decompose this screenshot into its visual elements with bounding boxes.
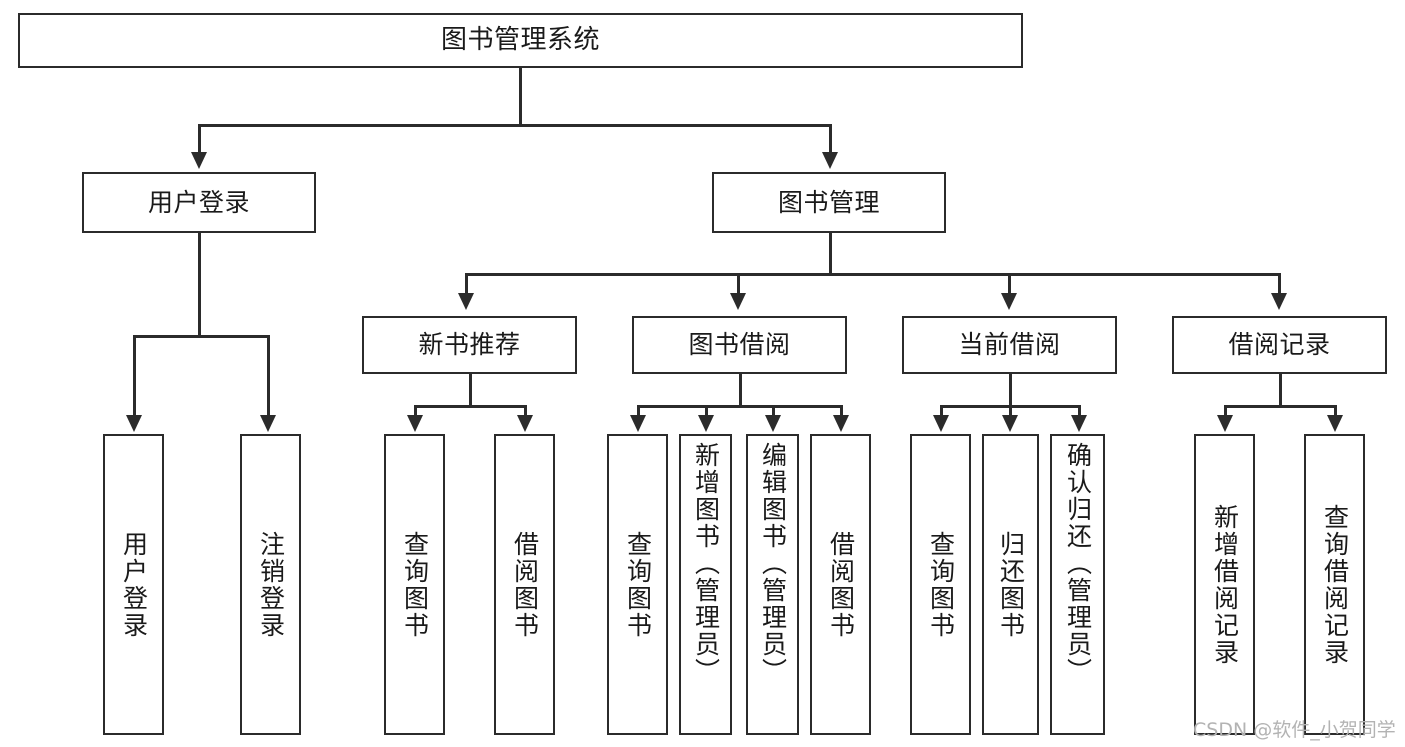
node-leaf-query-book-2[interactable]: 查询图书	[607, 434, 668, 735]
node-leaf-query-book-1-label: 查询图书	[400, 530, 430, 639]
node-leaf-query-book-1[interactable]: 查询图书	[384, 434, 445, 735]
connector-user-login-to-leaf-1	[133, 335, 136, 417]
arrow-user-login-to-leaf-1-icon	[126, 415, 142, 432]
node-leaf-logout[interactable]: 注销登录	[240, 434, 301, 735]
arrow-bb-leaf-4-icon	[833, 415, 849, 432]
arrow-bb-leaf-2-icon	[698, 415, 714, 432]
node-leaf-user-login[interactable]: 用户登录	[103, 434, 164, 735]
node-new-book-recommend[interactable]: 新书推荐	[362, 316, 577, 374]
connector-bb-leaf-2	[705, 405, 708, 417]
node-leaf-borrow-book-1-label: 借阅图书	[510, 530, 540, 639]
connector-to-current-borrow	[1008, 273, 1011, 295]
node-leaf-return-book-label: 归还图书	[996, 530, 1026, 639]
connector-current-borrow-stem	[1009, 374, 1012, 405]
connector-cb-leaf-2	[1009, 405, 1012, 417]
arrow-root-to-user-login-icon	[191, 152, 207, 169]
arrow-bb-leaf-3-icon	[765, 415, 781, 432]
arrow-user-login-to-leaf-2-icon	[260, 415, 276, 432]
node-new-book-recommend-label: 新书推荐	[418, 330, 521, 359]
node-book-borrow[interactable]: 图书借阅	[632, 316, 847, 374]
arrow-bb-leaf-1-icon	[630, 415, 646, 432]
connector-to-borrow-record	[1278, 273, 1281, 295]
node-book-manage[interactable]: 图书管理	[712, 172, 946, 233]
arrow-nbr-leaf-1-icon	[407, 415, 423, 432]
node-leaf-query-book-3-label: 查询图书	[926, 530, 956, 639]
node-book-manage-label: 图书管理	[777, 187, 880, 217]
node-root[interactable]: 图书管理系统	[18, 13, 1023, 68]
connector-book-borrow-bus	[637, 405, 843, 408]
connector-nbr-leaf-2	[524, 405, 527, 417]
connector-user-login-bus	[133, 335, 269, 338]
connector-book-manage-stem	[829, 233, 832, 273]
node-leaf-add-record-label: 新增借阅记录	[1210, 503, 1240, 666]
node-leaf-add-record[interactable]: 新增借阅记录	[1194, 434, 1255, 735]
arrow-to-borrow-record-icon	[1271, 293, 1287, 310]
connector-root-to-user-login	[198, 124, 201, 154]
connector-to-new-book-recommend	[465, 273, 468, 295]
connector-bb-leaf-4	[840, 405, 843, 417]
node-borrow-record[interactable]: 借阅记录	[1172, 316, 1387, 374]
node-borrow-record-label: 借阅记录	[1228, 330, 1331, 359]
arrow-to-new-book-recommend-icon	[458, 293, 474, 310]
arrow-to-current-borrow-icon	[1001, 293, 1017, 310]
connector-br-leaf-1	[1224, 405, 1227, 417]
node-leaf-borrow-book-2-label: 借阅图书	[826, 530, 856, 639]
node-leaf-edit-book[interactable]: 编辑图书（管理员）	[746, 434, 799, 735]
node-leaf-return-book[interactable]: 归还图书	[982, 434, 1039, 735]
arrow-root-to-book-manage-icon	[822, 152, 838, 169]
node-leaf-query-record-label: 查询借阅记录	[1320, 503, 1350, 666]
connector-new-book-recommend-bus	[414, 405, 527, 408]
csdn-watermark: CSDN @软件_小贺同学	[1193, 719, 1396, 741]
arrow-nbr-leaf-2-icon	[517, 415, 533, 432]
connector-cb-leaf-1	[940, 405, 943, 417]
arrow-cb-leaf-2-icon	[1002, 415, 1018, 432]
node-leaf-query-record[interactable]: 查询借阅记录	[1304, 434, 1365, 735]
node-leaf-query-book-3[interactable]: 查询图书	[910, 434, 971, 735]
node-leaf-edit-book-label: 编辑图书（管理员）	[758, 442, 788, 685]
connector-borrow-record-stem	[1279, 374, 1282, 405]
connector-cb-leaf-3	[1078, 405, 1081, 417]
node-leaf-query-book-2-label: 查询图书	[623, 530, 653, 639]
connector-user-login-stem	[198, 233, 201, 335]
connector-bb-leaf-1	[637, 405, 640, 417]
node-leaf-confirm-return[interactable]: 确认归还（管理员）	[1050, 434, 1105, 735]
connector-root-to-book-manage	[829, 124, 832, 154]
arrow-cb-leaf-3-icon	[1071, 415, 1087, 432]
connector-br-leaf-2	[1334, 405, 1337, 417]
connector-to-book-borrow	[737, 273, 740, 295]
node-leaf-confirm-return-label: 确认归还（管理员）	[1063, 442, 1093, 685]
node-leaf-user-login-label: 用户登录	[119, 530, 149, 639]
node-leaf-borrow-book-2[interactable]: 借阅图书	[810, 434, 871, 735]
node-leaf-logout-label: 注销登录	[256, 530, 286, 639]
connector-book-borrow-stem	[739, 374, 742, 405]
node-leaf-add-book-label: 新增图书（管理员）	[691, 442, 721, 685]
connector-nbr-leaf-1	[414, 405, 417, 417]
connector-root-bus	[198, 124, 832, 127]
node-current-borrow-label: 当前借阅	[958, 330, 1061, 359]
node-book-borrow-label: 图书借阅	[688, 330, 791, 359]
arrow-cb-leaf-1-icon	[933, 415, 949, 432]
arrow-to-book-borrow-icon	[730, 293, 746, 310]
node-leaf-borrow-book-1[interactable]: 借阅图书	[494, 434, 555, 735]
connector-borrow-record-bus	[1224, 405, 1337, 408]
node-root-label: 图书管理系统	[440, 24, 600, 55]
connector-book-manage-bus	[465, 273, 1280, 276]
arrow-br-leaf-1-icon	[1217, 415, 1233, 432]
connector-bb-leaf-3	[772, 405, 775, 417]
node-current-borrow[interactable]: 当前借阅	[902, 316, 1117, 374]
node-user-login[interactable]: 用户登录	[82, 172, 316, 233]
arrow-br-leaf-2-icon	[1327, 415, 1343, 432]
connector-new-book-recommend-stem	[469, 374, 472, 405]
connector-user-login-to-leaf-2	[267, 335, 270, 417]
node-leaf-add-book[interactable]: 新增图书（管理员）	[679, 434, 732, 735]
node-user-login-label: 用户登录	[147, 187, 250, 217]
connector-root-stem	[519, 68, 522, 124]
